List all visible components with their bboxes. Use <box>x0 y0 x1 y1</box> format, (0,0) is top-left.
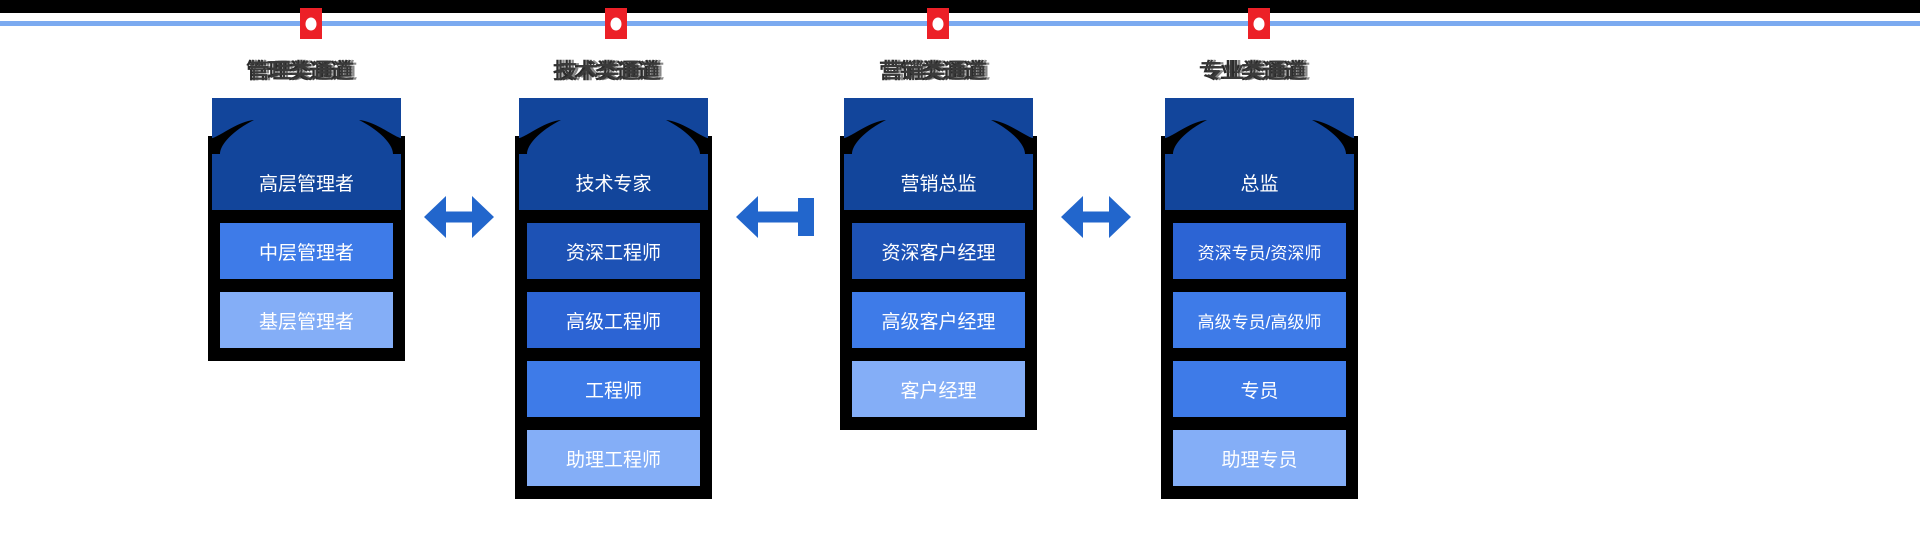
pin-marker-dot-icon <box>932 17 944 30</box>
top-black-bar <box>0 0 1920 13</box>
ladder-level-box[interactable]: 资深客户经理 <box>852 223 1025 279</box>
ladder-level-box[interactable]: 高级工程师 <box>527 292 700 348</box>
ladder-level-box[interactable]: 客户经理 <box>852 361 1025 417</box>
arrow-management-technical <box>424 196 494 238</box>
ladder-level-label: 资深工程师 <box>565 242 661 264</box>
ladder-cap-wings-professional <box>1161 120 1358 154</box>
ladder-level-box[interactable]: 总监 <box>1173 154 1346 210</box>
pin-marker-3[interactable] <box>927 8 949 39</box>
ladder-level-box[interactable]: 基层管理者 <box>220 292 393 348</box>
pin-marker-2[interactable] <box>605 8 627 39</box>
career-ladder-professional: 总监资深专员/资深师高级专员/高级师专员助理专员 <box>1161 98 1358 499</box>
career-ladder-management: 高层管理者中层管理者基层管理者 <box>208 98 405 361</box>
career-ladder-marketing: 营销总监资深客户经理高级客户经理客户经理 <box>840 98 1037 430</box>
career-ladder-technical: 技术专家资深工程师高级工程师工程师助理工程师 <box>515 98 712 499</box>
pin-marker-dot-icon <box>305 17 317 30</box>
ladder-level-box[interactable]: 专员 <box>1173 361 1346 417</box>
blue-horizontal-line <box>0 21 1920 26</box>
ladder-cap-wings-marketing <box>840 120 1037 154</box>
ladder-level-label: 客户经理 <box>900 380 977 402</box>
ladder-level-box[interactable]: 助理工程师 <box>527 430 700 486</box>
column-title-marketing: 营销类通道 <box>882 60 987 83</box>
ladder-level-box[interactable]: 技术专家 <box>527 154 700 210</box>
column-title-management: 管理类通道 <box>249 60 354 83</box>
column-title-technical: 技术类通道 <box>556 60 661 83</box>
ladder-level-box[interactable]: 资深工程师 <box>527 223 700 279</box>
ladder-level-label: 总监 <box>1240 173 1279 195</box>
column-title-professional: 专业类通道 <box>1202 60 1307 83</box>
ladder-level-label: 高级工程师 <box>565 311 661 333</box>
ladder-level-label: 中层管理者 <box>258 242 354 264</box>
ladder-level-label: 营销总监 <box>900 173 977 195</box>
ladder-level-box[interactable]: 高级专员/高级师 <box>1173 292 1346 348</box>
ladder-level-box[interactable]: 工程师 <box>527 361 700 417</box>
ladder-level-box[interactable]: 中层管理者 <box>220 223 393 279</box>
arrow-marketing-professional <box>1061 196 1131 238</box>
ladder-level-label: 资深专员/资深师 <box>1197 243 1322 263</box>
ladder-cap-wings-technical <box>515 120 712 154</box>
ladder-level-label: 基层管理者 <box>258 311 354 333</box>
ladder-level-box[interactable]: 高层管理者 <box>220 154 393 210</box>
ladder-level-label: 技术专家 <box>575 173 652 195</box>
pin-marker-4[interactable] <box>1248 8 1270 39</box>
ladder-level-box[interactable]: 助理专员 <box>1173 430 1346 486</box>
ladder-level-label: 高级专员/高级师 <box>1197 312 1322 332</box>
ladder-level-box[interactable]: 高级客户经理 <box>852 292 1025 348</box>
pin-marker-dot-icon <box>1253 17 1265 30</box>
ladder-level-label: 助理专员 <box>1221 449 1298 471</box>
ladder-level-label: 高层管理者 <box>258 173 354 195</box>
ladder-level-label: 高级客户经理 <box>881 311 996 333</box>
ladder-level-label: 助理工程师 <box>565 449 661 471</box>
ladder-level-box[interactable]: 资深专员/资深师 <box>1173 223 1346 279</box>
pin-marker-1[interactable] <box>300 8 322 39</box>
ladder-level-box[interactable]: 营销总监 <box>852 154 1025 210</box>
pin-marker-dot-icon <box>610 17 622 30</box>
ladder-level-label: 工程师 <box>584 380 642 402</box>
arrow-marketing-to-technical <box>736 196 814 238</box>
ladder-level-label: 专员 <box>1240 380 1279 402</box>
ladder-level-label: 资深客户经理 <box>881 242 996 264</box>
ladder-cap-wings-management <box>208 120 405 154</box>
